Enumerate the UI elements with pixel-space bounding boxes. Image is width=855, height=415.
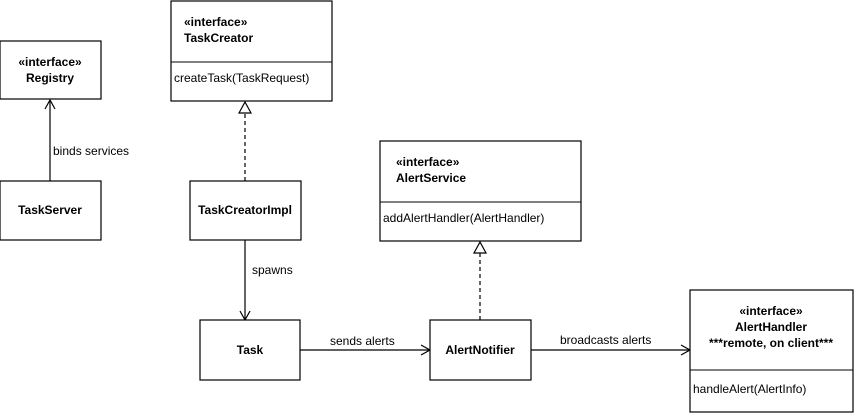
stereotype-registry: «interface» — [18, 55, 82, 69]
class-taskcreatorimpl[interactable]: TaskCreatorImpl — [189, 180, 302, 241]
classname-taskcreatorimpl: TaskCreatorImpl — [198, 203, 292, 217]
label-broadcasts-alerts: broadcasts alerts — [560, 333, 651, 347]
stereotype-taskcreator: «interface» — [184, 15, 248, 29]
label-sends-alerts: sends alerts — [330, 334, 395, 348]
classname-taskcreator: TaskCreator — [184, 31, 253, 45]
label-spawns: spawns — [252, 263, 293, 277]
operation-handlealert: handleAlert(AlertInfo) — [693, 382, 806, 396]
stereotype-alertservice: «interface» — [396, 155, 460, 169]
class-registry[interactable]: «interface» Registry — [0, 40, 102, 100]
classname-taskserver: TaskServer — [18, 203, 82, 217]
class-alerthandler[interactable]: «interface» AlertHandler ***remote, on c… — [689, 289, 854, 413]
class-alertservice[interactable]: «interface» AlertService addAlertHandler… — [379, 140, 582, 242]
label-binds-services: binds services — [53, 144, 129, 158]
operation-createtask: createTask(TaskRequest) — [174, 71, 309, 85]
classname-alertservice: AlertService — [396, 171, 466, 185]
note-remote-on-client: ***remote, on client*** — [709, 336, 833, 350]
stereotype-alerthandler: «interface» — [739, 304, 803, 318]
classname-registry: Registry — [26, 71, 74, 85]
class-taskserver[interactable]: TaskServer — [0, 180, 102, 241]
class-taskcreator[interactable]: «interface» TaskCreator createTask(TaskR… — [170, 0, 333, 102]
classname-alertnotifier: AlertNotifier — [445, 343, 515, 357]
class-alertnotifier[interactable]: AlertNotifier — [429, 319, 532, 381]
classname-task: Task — [237, 343, 264, 357]
class-task[interactable]: Task — [199, 319, 301, 381]
classname-alerthandler: AlertHandler — [735, 320, 807, 334]
operation-addalerthandler: addAlertHandler(AlertHandler) — [383, 211, 544, 225]
